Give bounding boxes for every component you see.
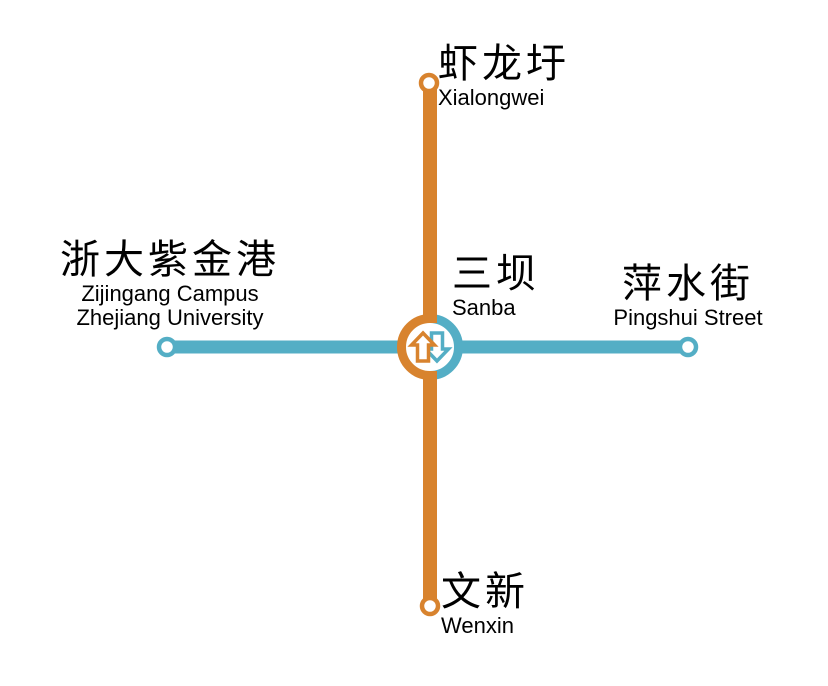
- up-arrow-icon: [407, 330, 439, 363]
- station-label-west: 浙大紫金港 Zijingang Campus Zhejiang Universi…: [20, 238, 320, 330]
- station-name-en: Pingshui Street: [613, 305, 763, 330]
- station-name-en-line1: Zijingang Campus: [81, 281, 259, 306]
- station-label-east: 萍水街 Pingshui Street: [538, 262, 828, 330]
- station-name-zh: 三坝: [452, 252, 540, 296]
- station-name-zh: 虾龙圩: [438, 42, 570, 86]
- interchange-ring-right: [429, 314, 463, 380]
- station-name-zh: 浙大紫金港: [60, 238, 280, 282]
- station-name-en: Sanba: [452, 295, 516, 320]
- interchange-ring-left: [397, 314, 431, 380]
- station-name-en: Wenxin: [441, 613, 514, 638]
- station-label-south: 文新 Wenxin: [441, 570, 529, 638]
- station-label-center: 三坝 Sanba: [452, 252, 540, 320]
- transfer-arrows-icon: [407, 330, 453, 364]
- station-label-north: 虾龙圩 Xialongwei: [438, 42, 570, 110]
- station-name-zh: 文新: [441, 570, 529, 614]
- station-marker-north: [418, 72, 440, 94]
- station-marker-east: [677, 336, 699, 358]
- station-marker-west: [156, 336, 178, 358]
- station-name-en-line2: Zhejiang University: [76, 305, 264, 330]
- station-marker-south: [419, 595, 441, 617]
- station-name-en: Xialongwei: [438, 85, 545, 110]
- station-name-zh: 萍水街: [622, 262, 754, 306]
